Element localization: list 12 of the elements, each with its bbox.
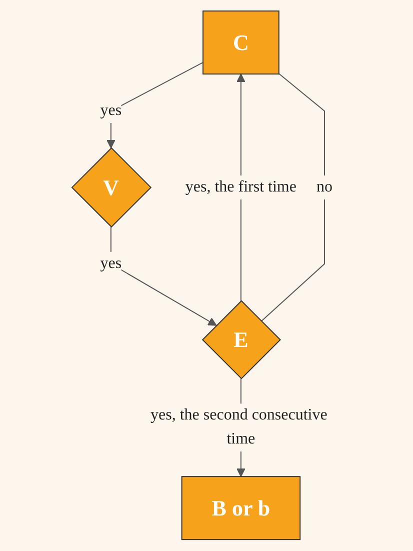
connector (260, 73, 326, 322)
node-box: B or b (181, 476, 301, 540)
node-diamond: V (71, 148, 152, 228)
arrow (106, 62, 204, 149)
edge-label: yes, the first time (185, 178, 297, 196)
edge-label: no (316, 178, 333, 196)
edge-label: yes (100, 255, 122, 272)
edge-label: yes, the second consecutive time (150, 406, 328, 448)
node-diamond: E (202, 300, 282, 380)
node-box: C (202, 10, 280, 75)
arrow (236, 74, 246, 302)
edge-label: yes (100, 102, 122, 120)
